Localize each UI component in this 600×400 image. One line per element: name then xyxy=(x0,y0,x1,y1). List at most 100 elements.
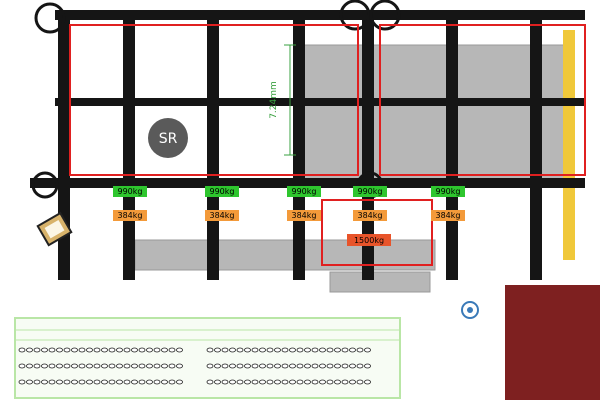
seat xyxy=(319,347,326,353)
seat xyxy=(326,363,334,369)
seat xyxy=(221,363,229,369)
weights-lower: 384kg 384kg 384kg 384kg 384kg xyxy=(113,210,465,221)
weight-upper-text: 990kg xyxy=(118,187,143,196)
weight-lower-tag-bg xyxy=(431,210,465,221)
seat xyxy=(18,363,26,369)
weight-upper-tag-bg xyxy=(287,186,321,197)
heavy-weight-tag-bg xyxy=(347,234,391,246)
seat xyxy=(221,347,229,353)
seat xyxy=(251,379,259,385)
seat xyxy=(311,379,319,385)
seat xyxy=(296,363,304,369)
seat xyxy=(214,363,221,369)
seat xyxy=(33,347,41,353)
seat xyxy=(168,379,176,385)
seat xyxy=(281,379,289,385)
seat xyxy=(349,363,356,369)
seat xyxy=(176,363,183,369)
seat xyxy=(289,379,296,385)
seat xyxy=(236,379,244,385)
seat xyxy=(356,363,364,369)
seat xyxy=(289,363,296,369)
seat xyxy=(71,347,78,353)
weight-lower-tag-bg xyxy=(205,210,239,221)
zone-outline-left xyxy=(69,24,359,176)
seat xyxy=(71,363,78,369)
seat xyxy=(266,347,274,353)
seat xyxy=(26,347,33,353)
sr-label: SR xyxy=(159,131,178,147)
seat xyxy=(311,363,319,369)
seat xyxy=(296,379,304,385)
seat xyxy=(326,347,334,353)
seat xyxy=(244,363,251,369)
seat xyxy=(71,379,78,385)
weight-upper-tag-bg xyxy=(431,186,465,197)
seat xyxy=(176,347,183,353)
gray-wall-center xyxy=(329,271,431,293)
seat xyxy=(101,363,108,369)
seat xyxy=(319,379,326,385)
seat xyxy=(86,347,93,353)
seat xyxy=(41,347,48,353)
speaker-symbol-icon xyxy=(461,301,479,319)
seat xyxy=(153,363,161,369)
seat xyxy=(206,379,214,385)
seat xyxy=(266,363,274,369)
seat xyxy=(349,347,356,353)
seat xyxy=(153,347,161,353)
truss-middle xyxy=(55,98,585,106)
seat xyxy=(78,379,86,385)
seat xyxy=(206,363,214,369)
seat xyxy=(356,347,364,353)
seat xyxy=(18,379,26,385)
seat xyxy=(78,347,86,353)
seat xyxy=(274,347,281,353)
seat xyxy=(319,363,326,369)
seat xyxy=(101,347,108,353)
seat xyxy=(33,363,41,369)
seat xyxy=(48,379,56,385)
seat xyxy=(229,363,236,369)
seat xyxy=(274,379,281,385)
seat xyxy=(86,379,93,385)
seat xyxy=(334,363,341,369)
seat xyxy=(341,379,349,385)
seat xyxy=(304,363,311,369)
seat xyxy=(349,379,356,385)
seat xyxy=(168,347,176,353)
seat xyxy=(108,363,116,369)
seat xyxy=(334,379,341,385)
seat xyxy=(86,363,93,369)
seat xyxy=(364,363,371,369)
seat xyxy=(229,379,236,385)
weight-upper-text: 990kg xyxy=(436,187,461,196)
weight-lower-text: 384kg xyxy=(210,211,235,220)
seat xyxy=(153,379,161,385)
weight-lower-tag-bg xyxy=(113,210,147,221)
seat xyxy=(123,347,131,353)
seat xyxy=(364,347,371,353)
gray-wall-right xyxy=(299,44,571,181)
seat xyxy=(251,347,259,353)
seat xyxy=(236,347,244,353)
seat xyxy=(251,363,259,369)
truss-top xyxy=(55,10,585,20)
seat xyxy=(26,379,33,385)
seat xyxy=(48,347,56,353)
seat xyxy=(138,363,146,369)
seat xyxy=(259,363,266,369)
seat xyxy=(146,363,153,369)
seat xyxy=(266,379,274,385)
seat xyxy=(93,379,101,385)
seat xyxy=(146,347,153,353)
seat xyxy=(326,379,334,385)
seat xyxy=(229,347,236,353)
seat xyxy=(236,363,244,369)
dimension-label: 7.24mm xyxy=(269,81,279,119)
weight-upper-tag-bg xyxy=(113,186,147,197)
sr-circle-icon xyxy=(148,118,188,158)
seat xyxy=(244,347,251,353)
seat xyxy=(161,379,168,385)
